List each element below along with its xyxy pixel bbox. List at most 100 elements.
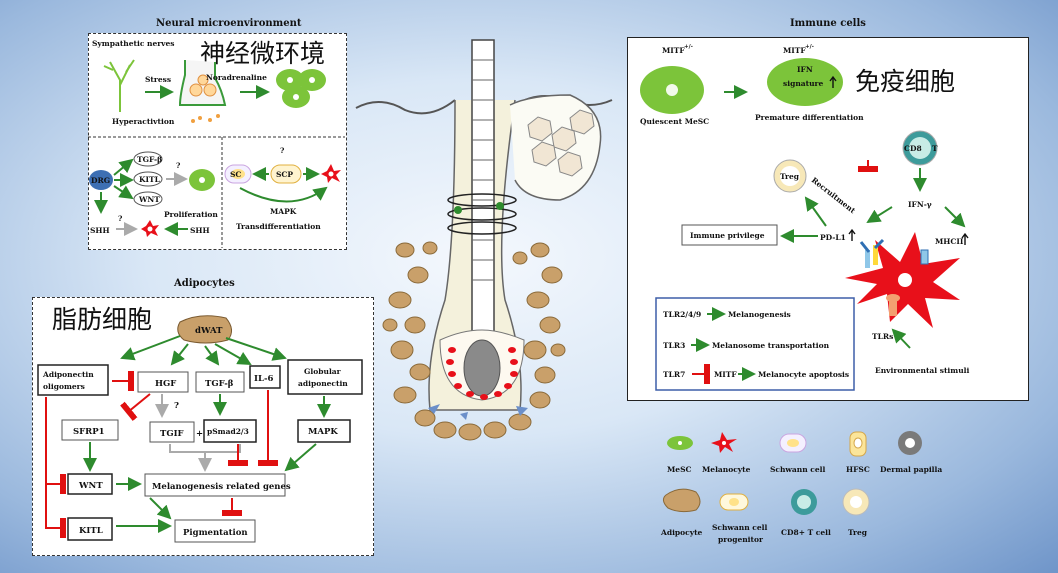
adipo-wnt-box [67,473,113,495]
neural-panel-title: Neural microenvironment [156,18,302,29]
neural-panel [88,33,347,250]
stress-label: Stress [145,75,171,84]
legend-label-4: Dermal papilla [880,465,942,474]
adipocyte-icon [662,488,701,513]
treg-label: Treg [780,172,800,181]
dwat-label: dWAT [195,326,223,336]
transdifferentiation-label: Transdifferentiation [236,222,321,231]
quiescent-label: Quiescent MeSC [640,117,709,126]
mitf-left-sup: +/- [684,44,693,50]
neural-question-1: ? [176,161,181,170]
globular-adiponectin-box [287,359,363,395]
drg-icon [89,170,113,190]
mhcii-label: MHCII [935,237,964,246]
drg-label: DRG [91,176,110,185]
wnt-node [133,191,163,207]
melanocyte-icon-neural [141,220,159,237]
mesc-cluster-icon [276,69,326,108]
tlr-melanogenesis-label: Melanogenesis [728,310,791,319]
legend-label-6b: progenitor [718,535,764,544]
adipo-kitl-label: KITL [79,526,103,536]
legend-label-5: Adipocyte [660,528,703,537]
adipo-mapk-label: MAPK [308,427,338,437]
melanogenesis-genes-label: Melanogenesis related genes [152,482,291,492]
cd8-suffix-label: T [932,144,938,153]
hgf-label: HGF [155,379,176,389]
tlr7-label: TLR7 [663,370,685,379]
adiponectin-oligomers-box [37,364,109,396]
immune-panel-title: Immune cells [790,18,866,29]
hgf-box [137,371,189,393]
neural-shh-right: SHH [190,226,210,235]
legend-label-8: Treg [848,528,868,537]
il6-box [249,365,281,389]
adipo-tgfb-label: TGF-β [205,379,234,389]
tgfb-node [133,151,163,167]
legend-label-3: HFSC [846,465,870,474]
hyperactivtion-label: Hyperactivtion [112,117,175,126]
premature-label: Premature differentiation [755,113,864,122]
tlr3-label: TLR3 [663,341,685,350]
plus-label: + [196,429,203,439]
adiponectin-label-1: Adiponectin [42,370,94,379]
apoptosis-label: Melanocyte apoptosis [758,370,849,379]
sympathetic-nerves-label: Sympathetic nerves [92,39,175,48]
legend-label-2: Schwann cell [770,465,825,474]
neural-wnt-label: WNT [138,195,160,204]
melanogenesis-genes-box [144,473,286,497]
noradrenaline-label: Noradrenaline [206,73,267,82]
env-stimuli-label: Environmental stimuli [875,366,970,375]
legend-label-7: CD8+ T cell [781,528,831,537]
pigmentation-box [174,519,256,543]
kitl-node [133,171,163,187]
synapse-icon [178,60,227,123]
adipo-mapk-box [297,419,351,443]
tgif-box [149,421,195,443]
legend-label-6a: Schwann cell [712,523,767,532]
tgfb-box [195,371,245,393]
sympathetic-nerve-icon [103,59,135,112]
psmad-label: pSmad2/3 [207,427,249,436]
tlrs-label: TLRs [872,332,893,341]
adipo-kitl-box [67,517,113,541]
up-arrow-icon [829,75,837,88]
melanocyte-icon [711,432,737,453]
sc-label: SC [230,170,241,179]
schwann-progenitor-icon [270,164,302,184]
neural-shh-left: SHH [90,226,110,235]
tlr249-label: TLR2/4/9 [663,310,701,319]
ifn-label-1: IFN [797,65,813,74]
neural-tgfb-label: TGF-β [137,155,162,164]
melanocyte-icon-scp [321,164,341,183]
melanosome-label: Melanosome transportation [712,341,830,350]
legend-label-0: MeSC [667,465,691,474]
neural-cn-label: 神经微环境 [200,39,326,68]
ifn-label-2: signature [783,79,823,88]
pdl1-label: PD-L1 [820,233,846,242]
melanocyte-large-icon [845,232,960,328]
legend-label-1: Melanocyte [702,465,751,474]
mitf-right-label: MITF [783,46,806,55]
immune-cn-label: 免疫细胞 [855,67,956,96]
adipocytes-cn-label: 脂肪细胞 [52,305,153,334]
neural-kitl-label: KITL [139,175,161,184]
sfrp1-box [61,419,119,441]
adiponectin-label-2: oligomers [43,382,85,391]
sfrp1-label: SFRP1 [73,427,105,437]
neural-question-3: ? [280,146,285,155]
scp-label: SCP [276,170,293,179]
mitf-left-label: MITF [662,46,685,55]
neural-mapk-label: MAPK [270,207,297,216]
mitf-right-sup: +/- [805,44,814,50]
tgif-label: TGIF [160,429,184,439]
mapk-arrow [239,186,328,203]
immune-privilege-label: Immune privilege [690,231,765,240]
premature-mesc-icon [767,58,843,106]
il6-label: IL-6 [254,374,273,384]
psmad-box [203,419,257,443]
